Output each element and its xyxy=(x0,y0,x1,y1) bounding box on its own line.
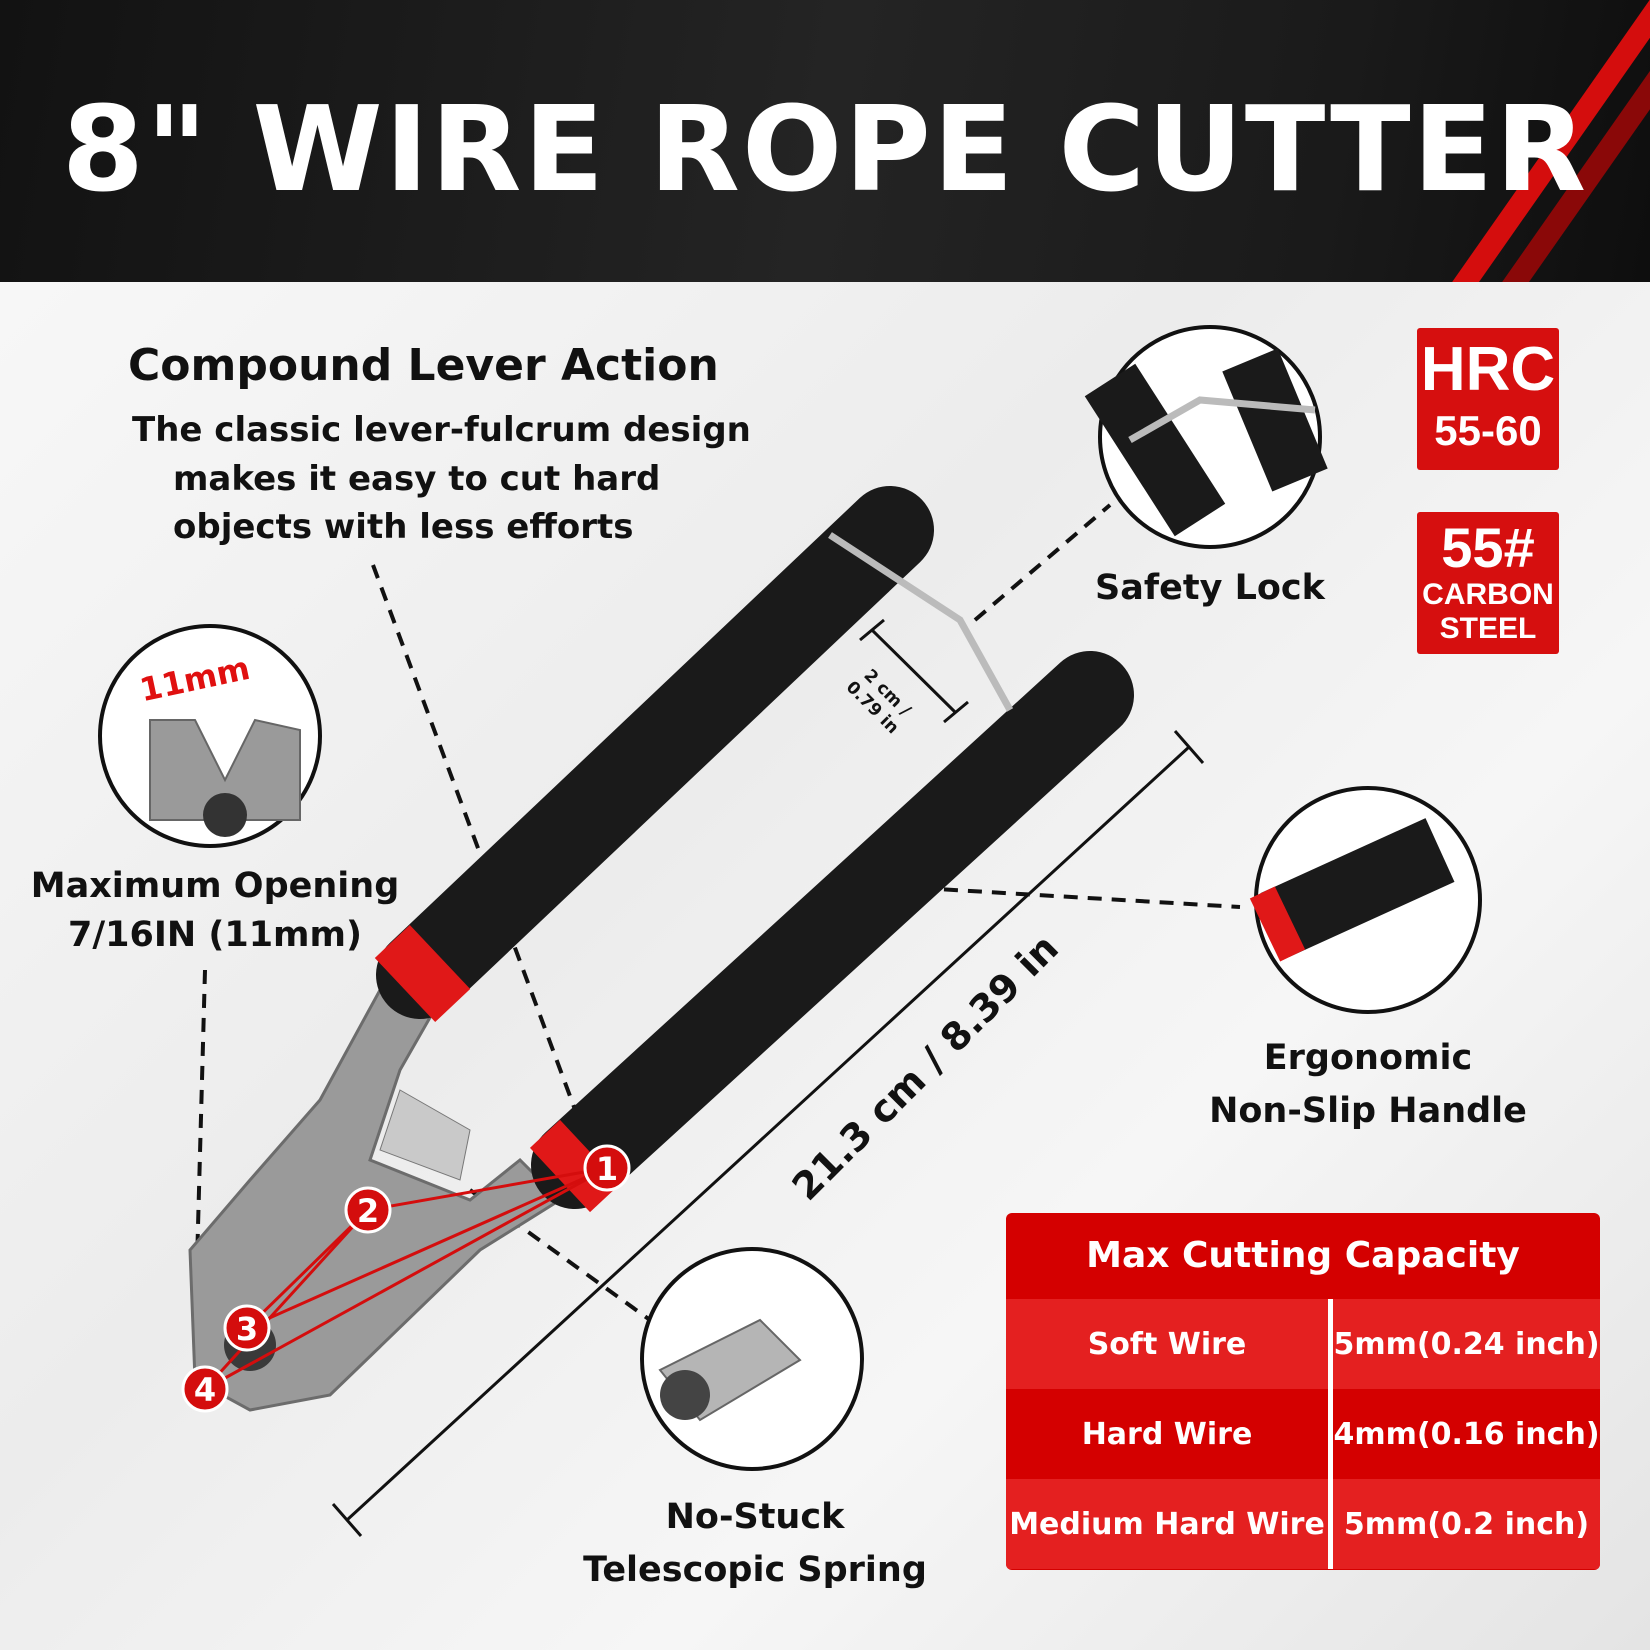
compound-desc-1: The classic lever-fulcrum design xyxy=(132,410,751,450)
safety-lock-wire xyxy=(828,532,1014,712)
marker-4-label: 4 xyxy=(194,1371,216,1409)
capacity-title: Max Cutting Capacity xyxy=(1086,1235,1520,1276)
steel-grade: 55# xyxy=(1441,516,1535,579)
marker-1-label: 1 xyxy=(596,1150,618,1188)
wire-capacity: 4mm(0.16 inch) xyxy=(1333,1416,1600,1452)
spring-label-1: No-Stuck xyxy=(665,1497,845,1537)
steel-badge: 55# CARBON STEEL xyxy=(1417,512,1559,654)
opening-label-1: Maximum Opening xyxy=(30,866,400,906)
handles xyxy=(374,486,1134,1213)
gap-dimension xyxy=(859,618,969,724)
compound-desc-2: makes it easy to cut hard xyxy=(173,459,661,499)
wire-type: Soft Wire xyxy=(1006,1299,1333,1389)
detail-circle-opening xyxy=(98,624,322,848)
compound-desc-3: objects with less efforts xyxy=(173,507,634,547)
marker-3-label: 3 xyxy=(236,1310,258,1348)
wire-capacity: 5mm(0.24 inch) xyxy=(1333,1326,1600,1362)
hrc-value: 55-60 xyxy=(1434,407,1542,454)
wire-capacity: 5mm(0.2 inch) xyxy=(1343,1506,1590,1542)
lever-lines xyxy=(203,1166,608,1391)
marker-3: 3 xyxy=(223,1304,271,1352)
detail-circle-safety-lock xyxy=(1084,325,1328,549)
page-title: 8" WIRE ROPE CUTTER xyxy=(61,80,1589,218)
marker-2-label: 2 xyxy=(357,1192,379,1230)
spring-housing xyxy=(379,1089,471,1181)
marker-2: 2 xyxy=(344,1186,392,1234)
spring-label-2: Telescopic Spring xyxy=(583,1550,927,1590)
marker-4: 4 xyxy=(181,1365,229,1413)
marker-1: 1 xyxy=(583,1144,631,1192)
wire-type: Hard Wire xyxy=(1006,1389,1333,1479)
length-dimension-line xyxy=(331,730,1205,1537)
hrc-title: HRC xyxy=(1420,335,1556,404)
steel-steel: STEEL xyxy=(1439,612,1537,645)
safety-lock-label: Safety Lock xyxy=(1095,568,1325,608)
handle-label-1: Ergonomic xyxy=(1263,1038,1473,1078)
opening-label-2: 7/16IN (11mm) xyxy=(68,915,362,955)
detail-circle-spring xyxy=(640,1247,864,1471)
steel-carbon: CARBON xyxy=(1422,578,1554,611)
header-banner: 8" WIRE ROPE CUTTER xyxy=(0,0,1650,282)
detail-circle-handle xyxy=(1249,786,1482,1014)
hrc-badge: HRC 55-60 xyxy=(1417,328,1559,470)
wire-type: Medium Hard Wire xyxy=(1006,1479,1333,1569)
table-row: Medium Hard Wire 5mm(0.2 inch) xyxy=(1006,1479,1600,1569)
compound-title: Compound Lever Action xyxy=(128,340,719,391)
handle-label-2: Non-Slip Handle xyxy=(1209,1091,1527,1131)
